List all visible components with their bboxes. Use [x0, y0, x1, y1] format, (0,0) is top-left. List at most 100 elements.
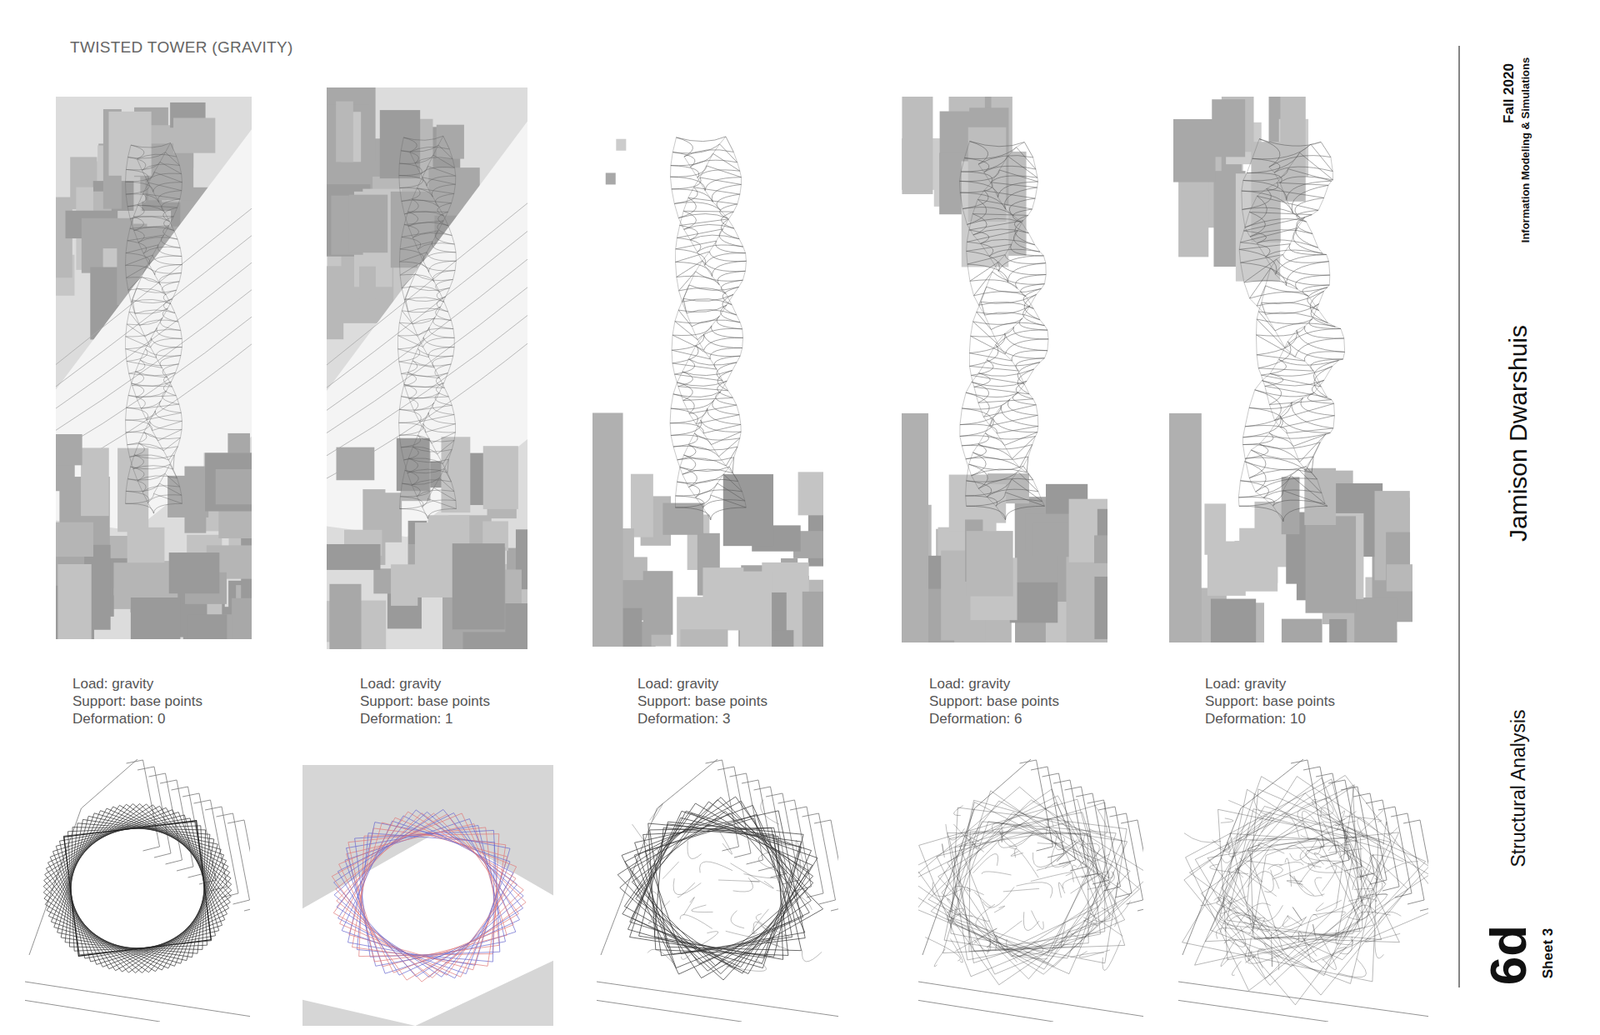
- drawing-part: [1290, 838, 1319, 860]
- drawing-part: [682, 474, 689, 487]
- drawing-part: [143, 253, 150, 265]
- drawing-part: [1324, 287, 1328, 292]
- drawing-part: [596, 981, 839, 1017]
- drawing-part: [730, 910, 745, 929]
- drawing-part: [447, 203, 451, 213]
- drawing-part: [423, 260, 430, 272]
- drawing-part: [1239, 242, 1240, 250]
- drawing-part: [45, 805, 229, 970]
- drawing-part: [1038, 491, 1043, 502]
- drawing-part: [336, 810, 517, 977]
- drawing-part: [60, 819, 215, 957]
- drawing-part: [729, 457, 735, 467]
- drawing-part: [1258, 304, 1335, 331]
- drawing-part: [440, 378, 445, 389]
- drawing-part: [720, 831, 733, 855]
- drawing-part: [48, 808, 226, 969]
- drawing-part: [671, 350, 674, 364]
- drawing-part: [348, 822, 511, 966]
- drawing-part: [337, 813, 520, 976]
- drawing-part: [1189, 775, 1429, 963]
- drawing-part: [1016, 882, 1053, 899]
- drawing-part: [227, 820, 250, 911]
- drawing-part: [1245, 458, 1250, 478]
- drawing-part: [1354, 888, 1374, 891]
- drawing-part: [677, 467, 680, 483]
- drawing-part: [43, 804, 231, 974]
- drawing-part: [1035, 245, 1040, 252]
- drawing-part: [630, 824, 802, 959]
- drawing-part: [998, 255, 1005, 262]
- drawing-part: [703, 507, 711, 520]
- drawing-part: [398, 422, 400, 435]
- drawing-part: [1324, 365, 1333, 380]
- drawing-part: [1030, 872, 1072, 882]
- drawing-part: [1360, 893, 1388, 908]
- drawing-part: [1036, 425, 1039, 432]
- drawing-part: [1275, 420, 1281, 428]
- drawing-part: [170, 372, 175, 382]
- drawing-part: [1034, 362, 1040, 370]
- drawing-part: [340, 817, 517, 977]
- drawing-part: [1098, 806, 1132, 898]
- drawing-part: [976, 301, 981, 312]
- drawing-part: [390, 564, 418, 606]
- drawing-part: [694, 177, 700, 188]
- drawing-part: [1218, 776, 1429, 967]
- drawing-part: [138, 242, 144, 255]
- drawing-part: [982, 886, 1015, 908]
- drawing-part: [1320, 814, 1345, 823]
- drawing-part: [969, 335, 970, 353]
- drawing-part: [434, 281, 440, 292]
- drawing-part: [596, 759, 839, 1022]
- drawing-part: [679, 271, 744, 295]
- drawing-part: [1018, 370, 1025, 385]
- drawing-part: [1068, 925, 1095, 938]
- drawing-part: [683, 294, 737, 315]
- drawing-part: [947, 899, 963, 917]
- drawing-part: [1178, 1000, 1329, 1022]
- drawing-part: [1102, 940, 1121, 970]
- drawing-part: [180, 174, 183, 183]
- drawing-part: [125, 157, 128, 170]
- drawing-part: [1328, 845, 1360, 876]
- drawing-part: [1322, 865, 1337, 891]
- drawing-part: [1336, 810, 1345, 831]
- drawing-part: [1292, 906, 1303, 921]
- drawing-part: [1243, 169, 1332, 200]
- drawing-part: [678, 386, 684, 401]
- drawing-part: [736, 315, 740, 323]
- drawing-part: [680, 210, 685, 225]
- drawing-part: [1312, 799, 1331, 821]
- drawing-part: [1326, 254, 1330, 261]
- drawing-part: [455, 500, 457, 510]
- drawing-part: [113, 562, 167, 595]
- drawing-part: [125, 253, 126, 266]
- drawing-part: [175, 313, 179, 322]
- drawing-part: [1304, 468, 1336, 525]
- drawing-part: [725, 465, 733, 474]
- drawing-part: [408, 225, 413, 238]
- drawing-part: [966, 471, 1039, 497]
- drawing-part: [407, 199, 412, 212]
- drawing-part: [697, 252, 705, 266]
- drawing-part: [677, 229, 744, 253]
- drawing-part: [942, 843, 945, 858]
- drawing-part: [167, 475, 209, 518]
- analysis-caption: Deformation: 6: [929, 710, 1023, 728]
- drawing-part: [734, 228, 740, 240]
- drawing-part: [675, 237, 678, 249]
- drawing-part: [691, 326, 698, 340]
- drawing-part: [1265, 268, 1271, 286]
- drawing-part: [1047, 330, 1049, 340]
- drawing-part: [423, 346, 430, 357]
- drawing-part: [1005, 209, 1015, 216]
- drawing-part: [965, 495, 967, 506]
- drawing-part: [1269, 415, 1280, 434]
- drawing-part: [946, 790, 1095, 955]
- drawing-part: [179, 404, 181, 413]
- drawing-part: [1318, 247, 1324, 254]
- drawing-part: [175, 395, 180, 405]
- drawing-part: [1005, 326, 1015, 334]
- drawing-part: [1090, 913, 1124, 937]
